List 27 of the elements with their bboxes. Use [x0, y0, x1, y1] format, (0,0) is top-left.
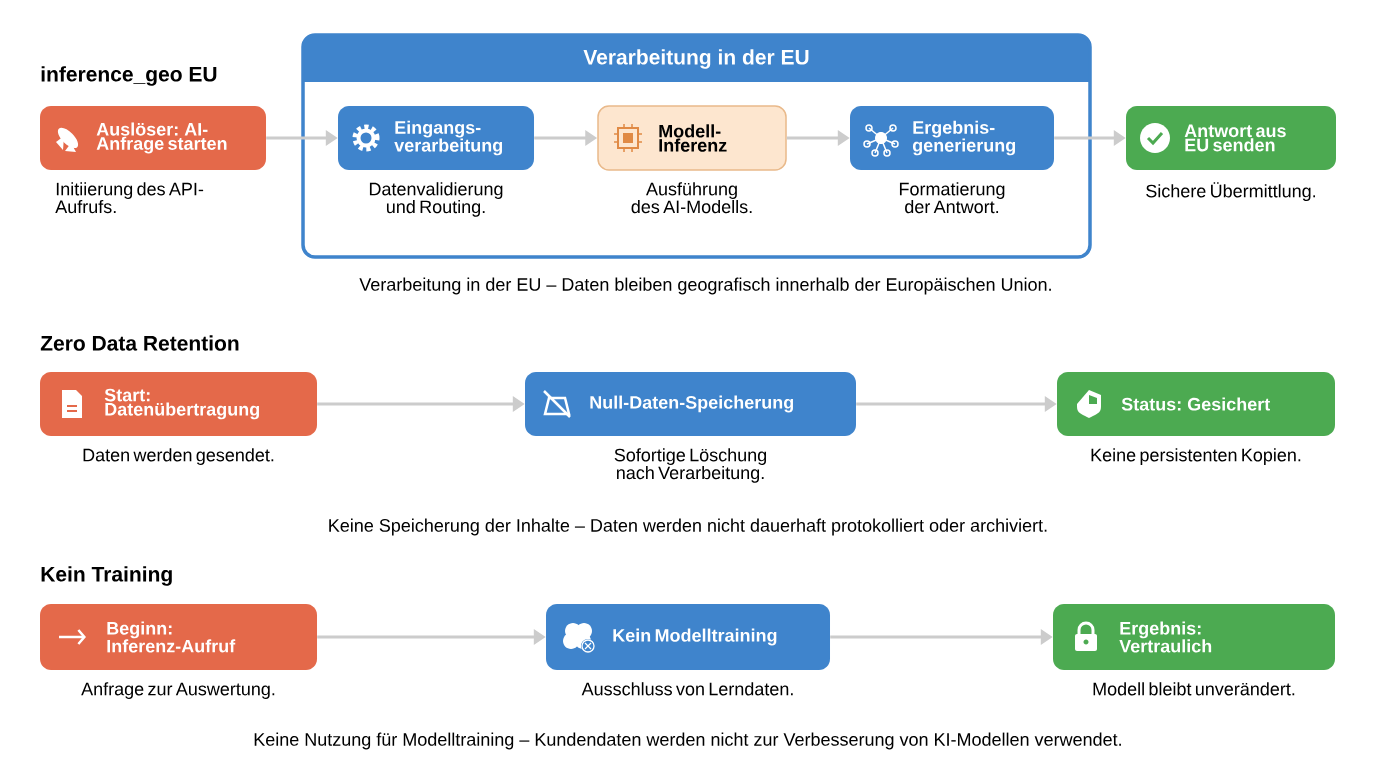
process-box: Ergebnis: Vertraulich: [1053, 604, 1335, 670]
summary-text: Keine Nutzung für Modelltraining – Kundendaten werden nicht zur Verbesserung von KI-Modellen verwendet.: [254, 732, 1121, 750]
caption-text: Ausführung des AI-Modells.: [631, 182, 752, 214]
caption-text: Modell bleibt unverändert.: [1093, 682, 1295, 696]
process-box: Null-Daten-Speicherung: [525, 372, 856, 436]
section-title: Zero Data Retention: [40, 335, 239, 351]
caption-text: Anfrage zur Auswertung.: [81, 682, 275, 699]
process-box: Auslöser: AI-Anfrage starten: [40, 106, 266, 170]
summary-text: Verarbeitung in der EU – Daten bleiben geografisch innerhalb der Europäischen Union.: [359, 277, 1051, 295]
caption-text: Daten werden gesendet.: [83, 448, 274, 465]
process-box: Beginn: Inferenz-Aufruf: [40, 604, 317, 670]
caption-text: Keine persistenten Kopien.: [1091, 448, 1301, 465]
process-box: Status: Gesichert: [1057, 372, 1335, 436]
process-box: Ergebnis-generierung: [850, 106, 1054, 170]
caption-text: Sichere Übermittlung.: [1146, 182, 1316, 201]
process-box: Start: Datenübertragung: [40, 372, 317, 436]
process-box: Kein Modelltraining: [546, 604, 830, 670]
caption-text: Formatierung der Antwort.: [899, 182, 1005, 214]
caption-text: Sofortige Löschung nach Verarbeitung.: [614, 448, 767, 483]
caption-text: Ausschluss von Lerndaten.: [581, 682, 793, 696]
process-box: Modell-Inferenz: [597, 105, 787, 171]
caption-text: Datenvalidierung und Routing.: [369, 182, 503, 217]
caption-text: Initiierung des API-Aufrufs.: [55, 182, 204, 214]
process-box: Antwort aus EU senden: [1126, 106, 1336, 170]
section-title: inference_geo EU: [41, 66, 217, 86]
summary-text: Keine Speicherung der Inhalte – Daten werden nicht dauerhaft protokolliert oder archiviert.: [329, 518, 1047, 536]
process-box: Eingangs-verarbeitung: [338, 106, 534, 170]
